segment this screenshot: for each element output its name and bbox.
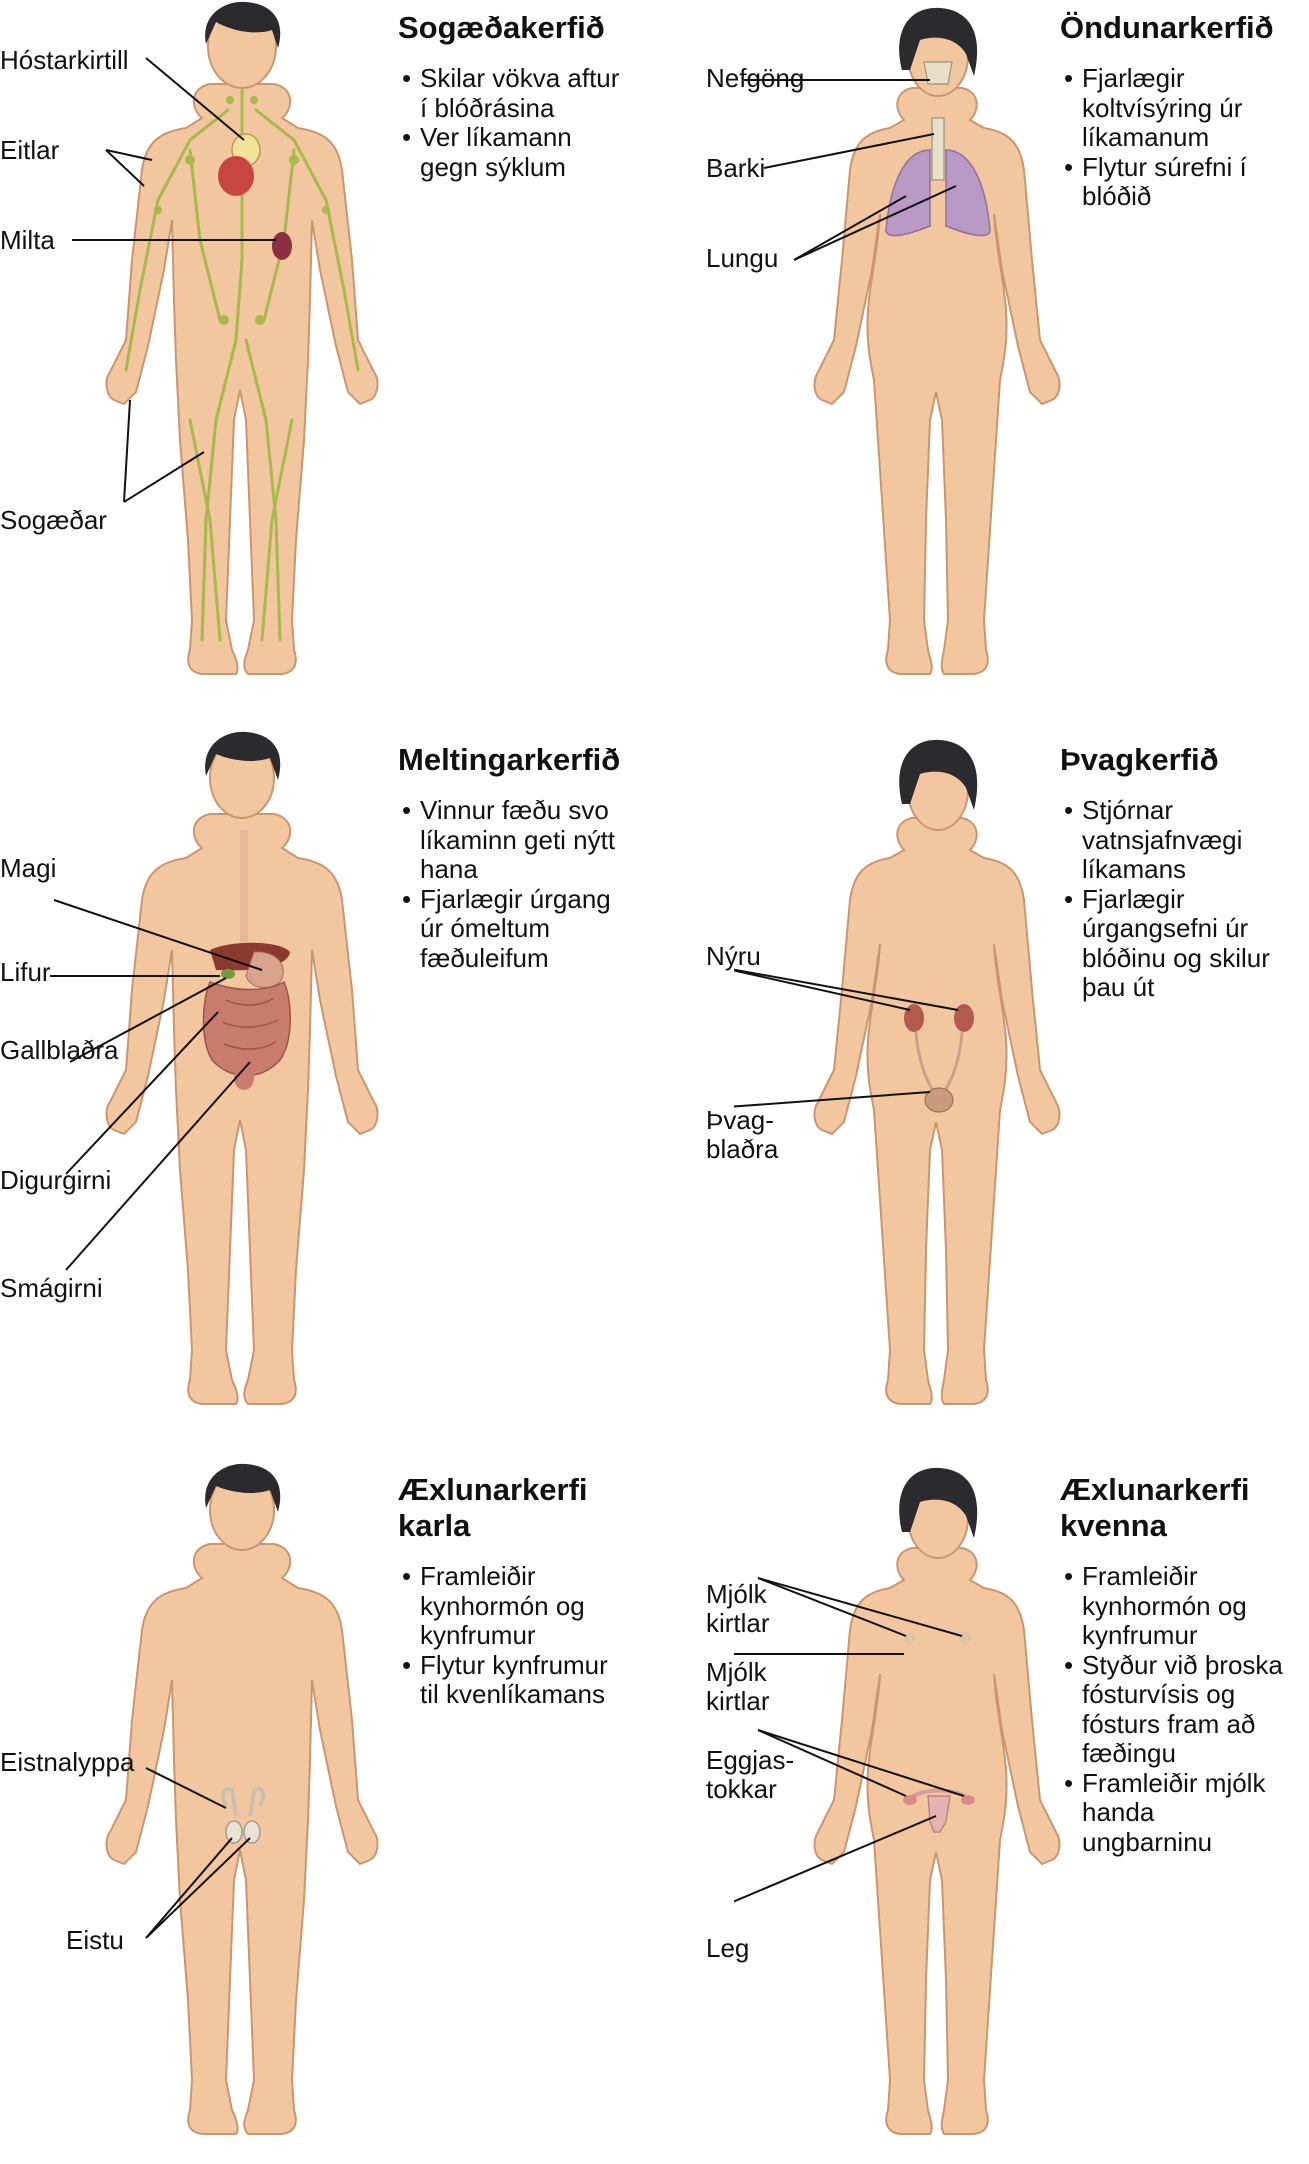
panel-title: Þvagkerfið bbox=[1060, 742, 1219, 777]
intestines bbox=[202, 980, 291, 1090]
label-lymph-nodes: Eitlar bbox=[0, 135, 60, 165]
panel-urinary: Þvagkerfið Stjórnar vatnsjafnvægi líkama… bbox=[654, 730, 1309, 1450]
nasal-passage bbox=[923, 61, 953, 85]
bullet-list: Skilar vökva aftur í blóðrásina Ver líka… bbox=[398, 63, 619, 182]
female-reproductive-figure bbox=[734, 1467, 1061, 2135]
label-nasal-passage: Nefgöng bbox=[706, 63, 805, 93]
bullet-list: Framleiðir kynhormón og kynfrumur Styður… bbox=[1060, 1561, 1283, 1858]
spleen bbox=[272, 232, 292, 260]
hair bbox=[205, 731, 281, 780]
lymphatic-figure bbox=[72, 1, 379, 675]
bullet-list: Stjórnar vatnsjafnvægi líkamans Fjarlægi… bbox=[1060, 795, 1270, 1003]
head bbox=[205, 1, 281, 89]
panel-title: Æxlunarkerfi kvenna bbox=[1060, 1472, 1250, 1543]
label-mammary-glands: Mjólk kirtlar bbox=[706, 1579, 770, 1638]
head bbox=[899, 7, 978, 97]
epididymis bbox=[221, 1787, 265, 1817]
bullet-item: Ver líkamann gegn sýklum bbox=[398, 122, 619, 182]
head bbox=[899, 739, 978, 831]
male-reproductive-figure bbox=[105, 1463, 379, 2135]
digestive-figure bbox=[50, 731, 379, 1405]
gallbladder bbox=[221, 969, 235, 979]
bullet-item: Stjórnar vatnsjafnvægi líkamans bbox=[1060, 795, 1270, 885]
bullet-item: Framleiðir mjólk handa ungbarninu bbox=[1060, 1768, 1283, 1858]
lymph-nodes bbox=[154, 96, 330, 325]
leader-lines bbox=[72, 57, 276, 503]
bullet-item: Flytur kynfrumur til kvenlíkamans bbox=[398, 1650, 608, 1710]
panel-respiratory: Öndunarkerfið Fjarlægir koltvísýring úr … bbox=[654, 0, 1309, 720]
bullet-item: Fjarlægir koltvísýring úr líkamanum bbox=[1060, 63, 1247, 153]
hair bbox=[899, 7, 978, 76]
label-kidneys: Nýru bbox=[706, 941, 761, 971]
male-body-shape bbox=[105, 1543, 379, 2135]
bullet-list: Vinnur fæðu svo líkaminn geti nýtt hana … bbox=[398, 795, 615, 974]
label-bladder: Þvag- blaðra bbox=[706, 1105, 779, 1164]
label-lymph-vessels: Sogæðar bbox=[0, 505, 107, 535]
urinary-figure bbox=[734, 739, 1061, 1405]
panel-digestive: Meltingarkerfið Vinnur fæðu svo líkaminn… bbox=[0, 730, 654, 1450]
label-lungs: Lungu bbox=[706, 243, 779, 273]
label-gallbladder: Gallblaðra bbox=[0, 1035, 119, 1065]
trachea bbox=[931, 117, 945, 181]
esophagus bbox=[240, 830, 248, 942]
stomach bbox=[245, 951, 284, 989]
panel-lymphatic: Sogæðakerfið Skilar vökva aftur í blóðrá… bbox=[0, 0, 654, 720]
head bbox=[205, 1463, 281, 1551]
female-body-shape bbox=[813, 1547, 1061, 2135]
testes bbox=[225, 1820, 261, 1844]
bullet-list: Framleiðir kynhormón og kynfrumur Flytur… bbox=[398, 1561, 608, 1710]
bullet-item: Skilar vökva aftur í blóðrásina bbox=[398, 63, 619, 123]
lungs bbox=[885, 149, 991, 237]
panel-female-reproductive: Æxlunarkerfi kvenna Framleiðir kynhormón… bbox=[654, 1460, 1309, 2164]
respiratory-figure bbox=[744, 7, 1061, 675]
mammary-glands bbox=[904, 1632, 972, 1644]
leader-lines bbox=[50, 899, 263, 1271]
label-spleen: Milta bbox=[0, 225, 55, 255]
leader-lines bbox=[734, 1577, 965, 1903]
label-ovaries: Eggjas- tokkar bbox=[706, 1745, 795, 1804]
label-mammary-glands-2: Mjólk kirtlar bbox=[706, 1657, 770, 1716]
lymph-vessels bbox=[124, 88, 360, 642]
bladder bbox=[924, 1087, 954, 1113]
label-liver: Lifur bbox=[0, 957, 51, 987]
label-large-intestine: Digurgirni bbox=[0, 1165, 112, 1195]
panel-title: Æxlunarkerfi karla bbox=[398, 1472, 588, 1543]
label-uterus: Leg bbox=[706, 1933, 750, 1963]
panel-title: Meltingarkerfið bbox=[398, 742, 621, 777]
leader-lines bbox=[734, 968, 959, 1108]
bullet-item: Framleiðir kynhormón og kynfrumur bbox=[1060, 1561, 1283, 1651]
hair bbox=[899, 739, 978, 810]
bullet-item: Fjarlægir úrgangsefni úr blóðinu og skil… bbox=[1060, 884, 1270, 1003]
panel-title: Sogæðakerfið bbox=[398, 10, 605, 45]
label-stomach: Magi bbox=[0, 853, 57, 883]
label-small-intestine: Smágirni bbox=[0, 1273, 103, 1303]
panel-title: Öndunarkerfið bbox=[1060, 10, 1274, 45]
label-trachea: Barki bbox=[706, 153, 766, 183]
label-thymus: Hóstarkirtill bbox=[0, 45, 129, 75]
bullet-list: Fjarlægir koltvísýring úr líkamanum Flyt… bbox=[1060, 63, 1247, 212]
panel-male-reproductive: Æxlunarkerfi karla Framleiðir kynhormón … bbox=[0, 1460, 654, 2164]
head bbox=[899, 1467, 978, 1559]
label-testes: Eistu bbox=[66, 1925, 124, 1955]
hair bbox=[205, 1463, 281, 1512]
bullet-item: Styður við þroska fósturvísis og fósturs… bbox=[1060, 1650, 1283, 1769]
hair bbox=[205, 1, 281, 48]
bullet-item: Vinnur fæðu svo líkaminn geti nýtt hana bbox=[398, 795, 615, 885]
head bbox=[205, 731, 281, 819]
kidneys bbox=[904, 1004, 974, 1032]
label-epididymis: Eistnalyppa bbox=[0, 1747, 135, 1777]
leader-lines bbox=[145, 1767, 251, 1939]
bullet-item: Framleiðir kynhormón og kynfrumur bbox=[398, 1561, 608, 1651]
hair bbox=[899, 1467, 978, 1538]
bullet-item: Flytur súrefni í blóðið bbox=[1060, 152, 1247, 212]
heart bbox=[218, 156, 254, 196]
bullet-item: Fjarlægir úrgang úr ómeltum fæðuleifum bbox=[398, 884, 615, 974]
leader-lines bbox=[744, 79, 957, 261]
ureters bbox=[914, 1031, 964, 1093]
